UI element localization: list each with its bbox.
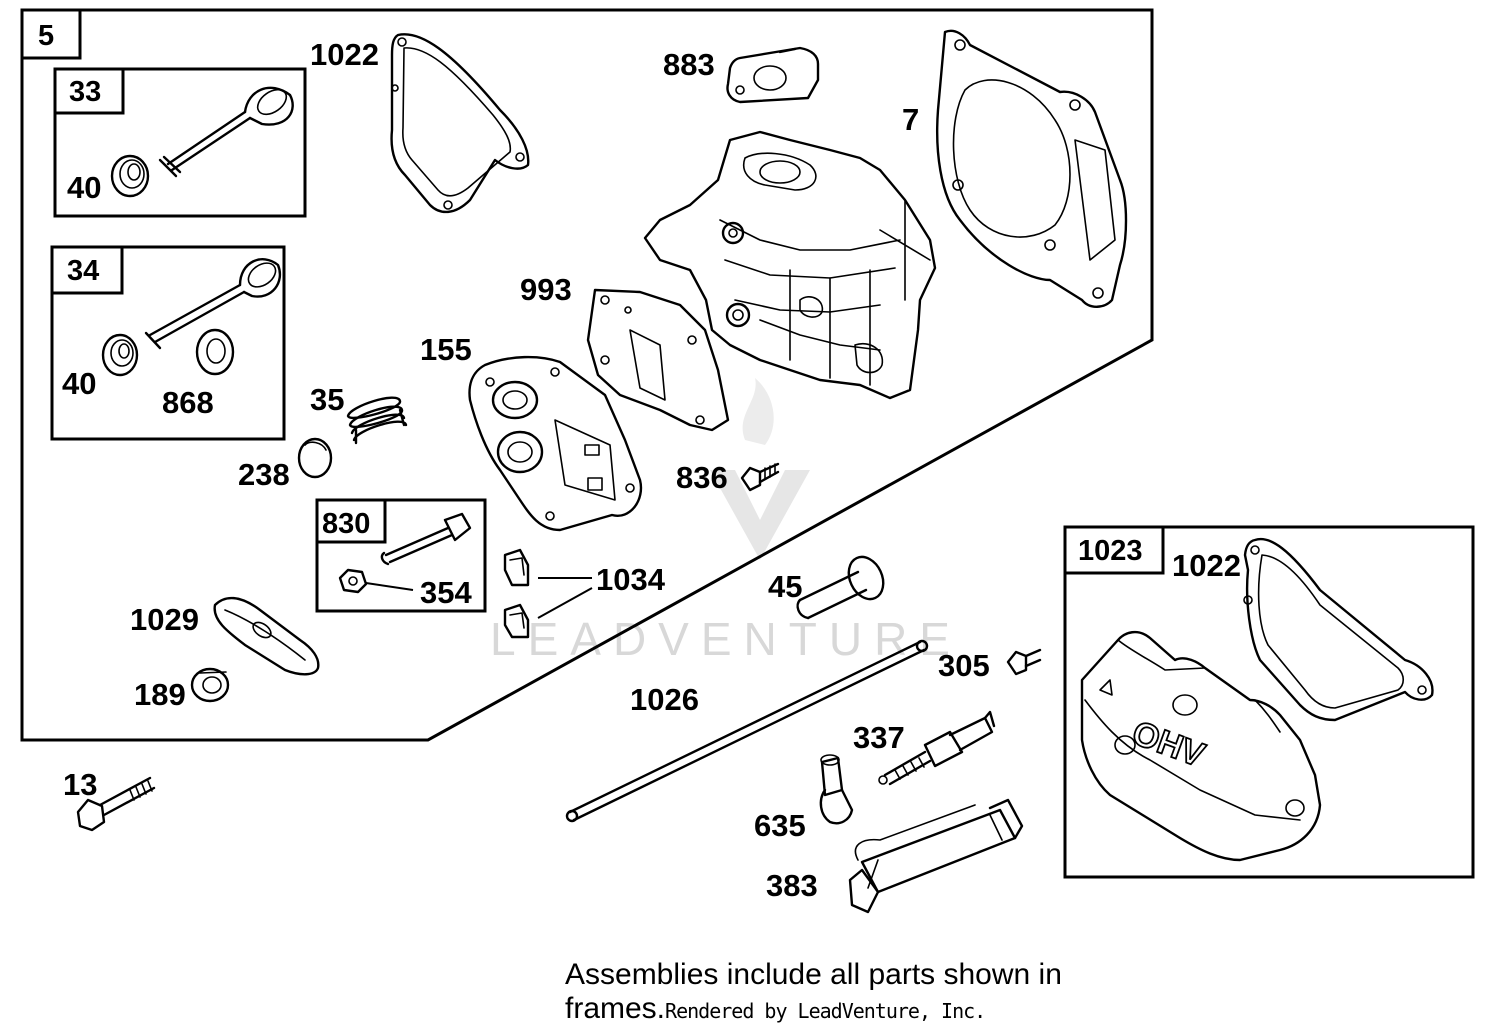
callout-33: 33 — [69, 76, 101, 108]
callout-1023: 1023 — [1078, 535, 1143, 567]
ignition-armature-383 — [848, 798, 1024, 914]
rocker-cover: OHV — [1080, 630, 1322, 862]
callout-189: 189 — [134, 677, 186, 712]
callout-7: 7 — [902, 102, 919, 137]
intake-gasket-883 — [726, 46, 820, 104]
footnote-text: Assemblies include all parts shown in fr… — [565, 958, 1062, 1025]
callout-1034: 1034 — [596, 562, 666, 597]
head-gasket-7 — [935, 29, 1128, 308]
valve-seal-40b — [101, 333, 139, 377]
callout-35: 35 — [310, 382, 344, 417]
nut-354 — [338, 568, 368, 594]
spark-plug-boot-635 — [819, 754, 854, 825]
callout-383: 383 — [766, 868, 818, 903]
exhaust-valve — [144, 258, 281, 350]
rocker-arm-1029 — [213, 596, 320, 676]
rocker-pivot-189 — [190, 667, 230, 703]
callout-40a: 40 — [67, 170, 101, 205]
footnote-credit: Rendered by LeadVenture, Inc. — [665, 999, 986, 1023]
breather-155 — [468, 355, 643, 532]
tappet-45 — [796, 555, 885, 620]
frame-33: 33 40 — [53, 67, 307, 218]
footnote: Assemblies include all parts shown in fr… — [565, 958, 1185, 1028]
callout-354: 354 — [420, 575, 472, 610]
cover-logo: OHV — [1127, 714, 1210, 775]
rocker-stud — [380, 512, 472, 566]
callout-1022a: 1022 — [310, 37, 379, 72]
callout-238: 238 — [238, 457, 290, 492]
rocker-cover-gasket-top — [390, 33, 530, 214]
callout-34: 34 — [67, 255, 99, 287]
intake-valve — [158, 86, 294, 178]
callout-883: 883 — [663, 47, 715, 82]
frame-830: 830 354 — [315, 498, 487, 613]
callout-40b: 40 — [62, 366, 96, 401]
callout-836: 836 — [676, 460, 728, 495]
callout-830: 830 — [322, 508, 370, 540]
callout-305: 305 — [938, 648, 990, 683]
spark-plug-337 — [878, 710, 996, 786]
callout-337: 337 — [853, 720, 905, 755]
screw-305 — [1006, 648, 1042, 676]
callout-635: 635 — [754, 808, 806, 843]
screw-836 — [740, 462, 780, 492]
callout-155: 155 — [420, 332, 472, 367]
clips-1034 — [503, 548, 593, 639]
rocker-cover-gasket-bottom — [1243, 537, 1434, 722]
callout-1022b: 1022 — [1172, 548, 1241, 583]
valve-seal-40a — [110, 154, 150, 198]
callout-45: 45 — [768, 569, 802, 604]
cylinder-head — [643, 130, 937, 400]
head-bolt-13 — [76, 776, 156, 832]
frame-34: 34 40 868 — [50, 245, 286, 441]
watermark: LEADVENTURE — [490, 378, 962, 665]
frame-1023: 1023 1022 OHV — [1063, 525, 1475, 879]
callout-1029: 1029 — [130, 602, 199, 637]
breather-gasket-993 — [586, 288, 730, 432]
frame-5: 5 — [20, 8, 1154, 742]
watermark-text: LEADVENTURE — [490, 613, 962, 665]
callout-5: 5 — [38, 20, 54, 52]
push-rod-1026 — [565, 639, 929, 823]
callout-868: 868 — [162, 385, 214, 420]
valve-rotator-868 — [195, 328, 235, 376]
callout-13: 13 — [63, 767, 97, 802]
callout-1026: 1026 — [630, 682, 699, 717]
callout-993: 993 — [520, 272, 572, 307]
valve-spring-35 — [346, 396, 408, 445]
valve-cap-238 — [297, 437, 333, 479]
